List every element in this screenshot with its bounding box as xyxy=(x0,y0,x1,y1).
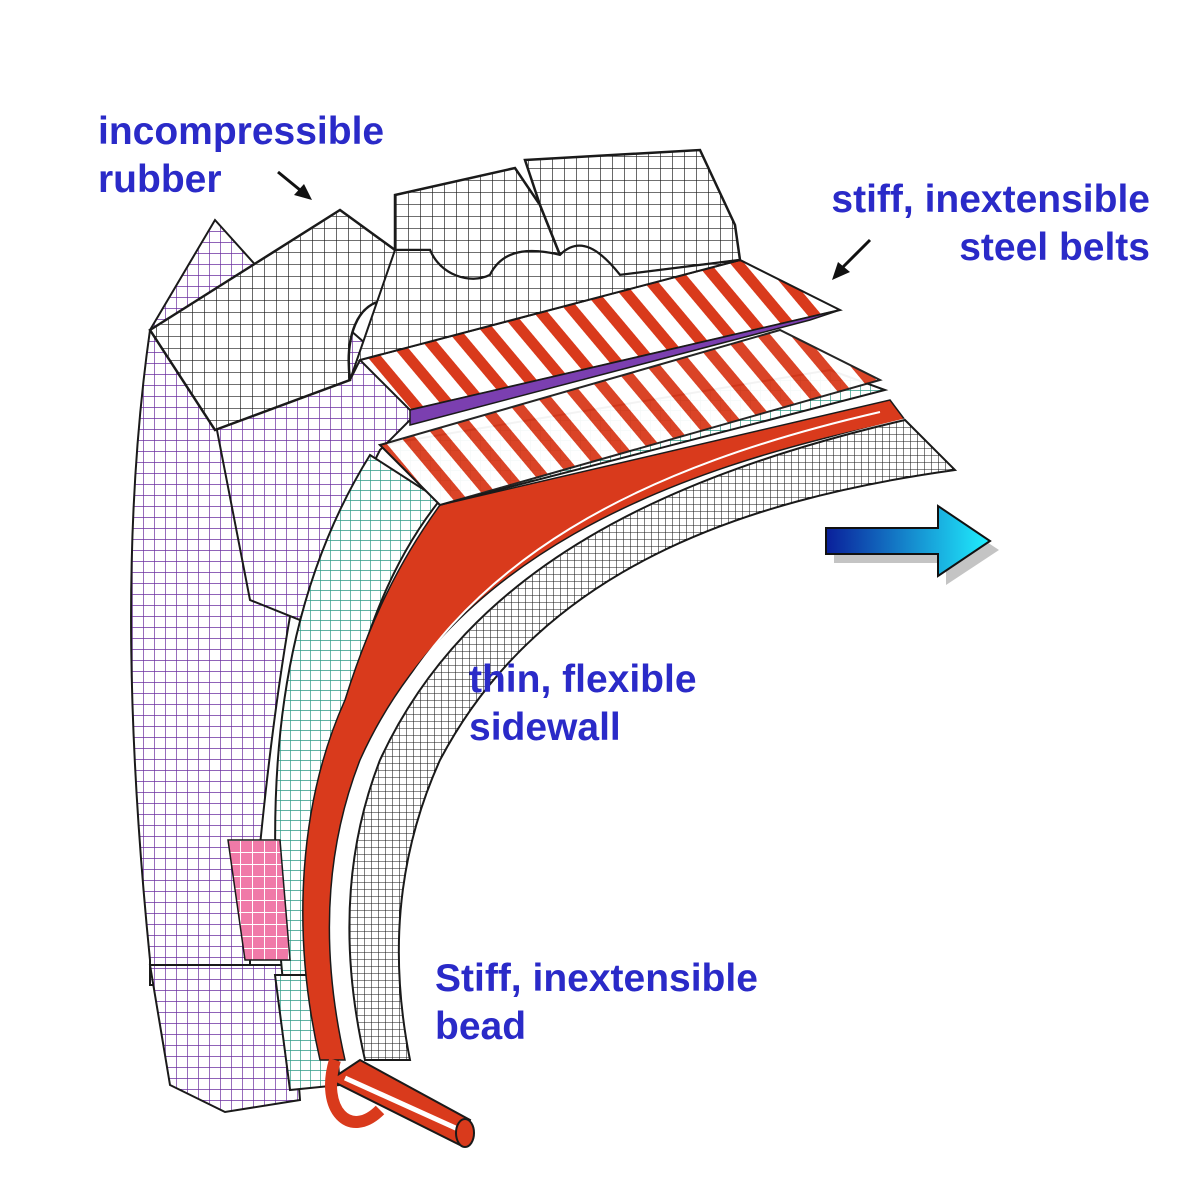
label-flexible-sidewall: thin, flexible sidewall xyxy=(469,656,697,752)
label-rubber-line-2: rubber xyxy=(98,156,384,204)
label-incompressible-rubber: incompressible rubber xyxy=(98,108,384,204)
label-sidewall-line-2: sidewall xyxy=(469,704,697,752)
bead-wire-end xyxy=(456,1119,474,1147)
label-bead-line-1: Stiff, inextensible xyxy=(435,955,758,1003)
label-rubber-line-1: incompressible xyxy=(98,108,384,156)
label-steel-belts: stiff, inextensible steel belts xyxy=(831,176,1150,272)
label-bead-line-2: bead xyxy=(435,1003,758,1051)
right-arrow-icon xyxy=(826,506,999,585)
label-belts-line-1: stiff, inextensible xyxy=(831,176,1150,224)
label-sidewall-line-1: thin, flexible xyxy=(469,656,697,704)
label-inextensible-bead: Stiff, inextensible bead xyxy=(435,955,758,1051)
label-belts-line-2: steel belts xyxy=(831,224,1150,272)
